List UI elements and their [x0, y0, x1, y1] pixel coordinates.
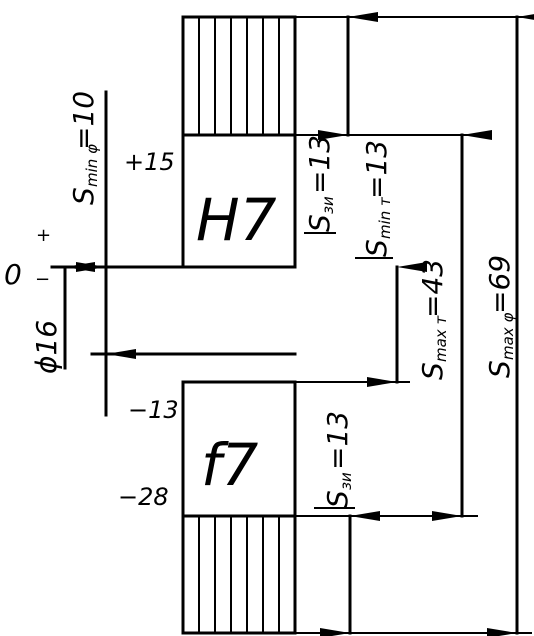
s-max-phi-sub: max φ: [499, 313, 517, 360]
s-max-phi-main: S: [483, 360, 516, 378]
s-max-t-value: =43: [416, 259, 449, 318]
minus-sign: −: [35, 269, 50, 290]
hole-hatching: [198, 17, 280, 135]
dim-s-max-t: S max т =43: [367, 259, 450, 387]
zero-label: 0: [4, 258, 22, 291]
hole-upper-deviation: +15: [124, 148, 175, 176]
s-max-t-sub: max т: [432, 315, 450, 362]
s-zu-hole-main: S: [303, 214, 336, 232]
shaft-tolerance-block: f7: [181, 380, 297, 635]
extension-lines: [295, 16, 532, 634]
hole-tolerance-block: H7: [181, 15, 297, 269]
s-min-phi-main: S: [67, 187, 100, 205]
s-max-phi-value: =69: [483, 255, 516, 314]
s-min-t-value: =13: [360, 140, 393, 199]
s-zu-hole-value: =13: [303, 135, 336, 194]
s-min-t-main: S: [360, 239, 393, 257]
hole-field-label: H7: [196, 186, 277, 254]
s-zu-shaft-value: =13: [321, 411, 354, 470]
s-zu-shaft-main: S: [321, 490, 354, 508]
dim-s-zu-shaft: S зи =13: [314, 411, 380, 636]
dim-s-min-phi: S min φ =10: [67, 90, 136, 417]
s-zu-hole-sub: зи: [319, 196, 337, 214]
s-min-t-sub: min т: [376, 196, 394, 239]
dim-s-max-phi: S max φ =69: [483, 11, 534, 636]
shaft-hatched-body: [181, 514, 297, 635]
plus-sign: +: [36, 225, 51, 246]
dim-s-zu-hole: S зи =13: [303, 135, 337, 234]
shaft-field-label: f7: [201, 431, 258, 499]
s-zu-shaft-sub: зи: [337, 472, 355, 490]
s-min-phi-sub: min φ: [83, 144, 101, 187]
diameter-label: ϕ16: [30, 320, 63, 374]
s-min-phi-value: =10: [67, 91, 100, 150]
shaft-lower-deviation: −28: [118, 483, 169, 511]
s-max-t-main: S: [416, 362, 449, 380]
shaft-upper-deviation: −13: [128, 396, 179, 424]
dim-s-min-t: S min т =13: [318, 11, 394, 259]
shaft-hatching: [198, 516, 280, 633]
